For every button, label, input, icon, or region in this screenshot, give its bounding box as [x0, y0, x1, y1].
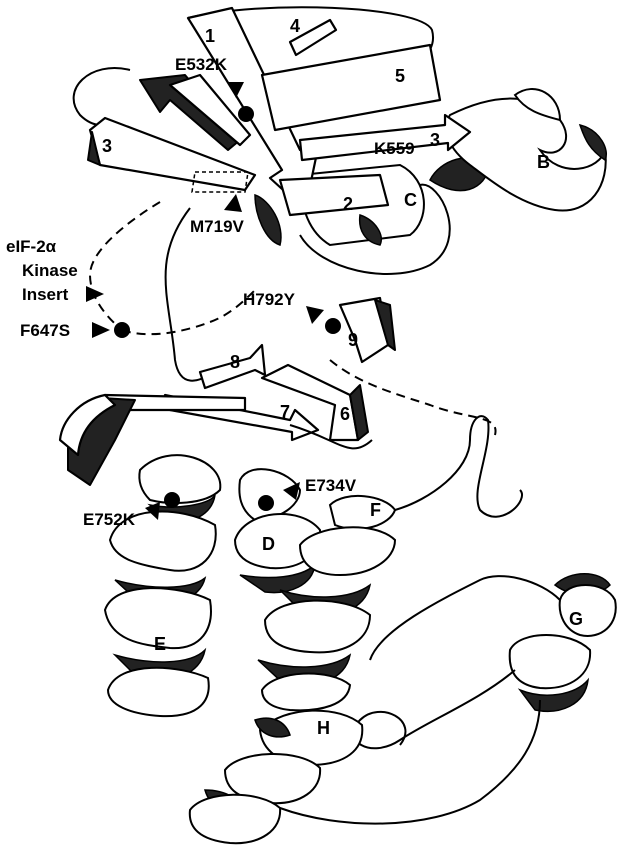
n-lobe-loop-left [74, 68, 130, 125]
f647s-arrowhead [92, 322, 110, 338]
e532k-dot [238, 106, 254, 122]
h792y-arrowhead [306, 306, 324, 324]
helix-h-label: H [317, 718, 330, 738]
helix-g-label: G [569, 609, 583, 629]
strand-8-label: 8 [230, 352, 240, 372]
insert-label-line3: Insert [22, 285, 69, 304]
h792y-dot [325, 318, 341, 334]
helix-f-label: F [370, 500, 381, 520]
helix-b-label: B [537, 152, 550, 172]
strand-4-label: 4 [290, 16, 300, 36]
strand-3-left-label: 3 [102, 136, 112, 156]
f647s-dot [114, 322, 130, 338]
g-to-h-coil [354, 670, 515, 748]
insert-arrowhead [86, 286, 104, 302]
h792y-label: H792Y [243, 290, 296, 309]
insert-label-line2: Kinase [22, 261, 78, 280]
e752k-label: E752K [83, 510, 136, 529]
kinase-insert-dashed-loop [90, 202, 160, 330]
helix-g [510, 574, 616, 712]
strand-7-label: 7 [280, 402, 290, 422]
strand-1-label: 1 [205, 26, 215, 46]
strand-5 [262, 45, 440, 130]
e734v-label: E734V [305, 476, 357, 495]
m719v-label: M719V [190, 217, 245, 236]
helix-e [105, 455, 220, 716]
helix-c-label: C [404, 190, 417, 210]
strand-9-label: 9 [348, 330, 358, 350]
strand-2-label: 2 [343, 194, 353, 214]
f-helix-loop [395, 416, 522, 517]
e532k-label: E532K [175, 55, 228, 74]
f647s-label: F647S [20, 321, 70, 340]
k559-label: K559 [374, 139, 415, 158]
e734v-dot [258, 495, 274, 511]
helix-h [190, 711, 363, 844]
strand-6-label: 6 [340, 404, 350, 424]
e752k-dot [164, 492, 180, 508]
helix-d-label: D [262, 534, 275, 554]
helix-b [430, 89, 606, 211]
m719v-arrowhead [224, 194, 242, 212]
strand-5-label: 5 [395, 66, 405, 86]
insert-label-line1: eIF-2α [6, 237, 57, 256]
kinase-insert-dashed-loop-2 [122, 290, 255, 334]
helix-e-label: E [154, 634, 166, 654]
strand-3-right-label: 3 [430, 130, 440, 150]
